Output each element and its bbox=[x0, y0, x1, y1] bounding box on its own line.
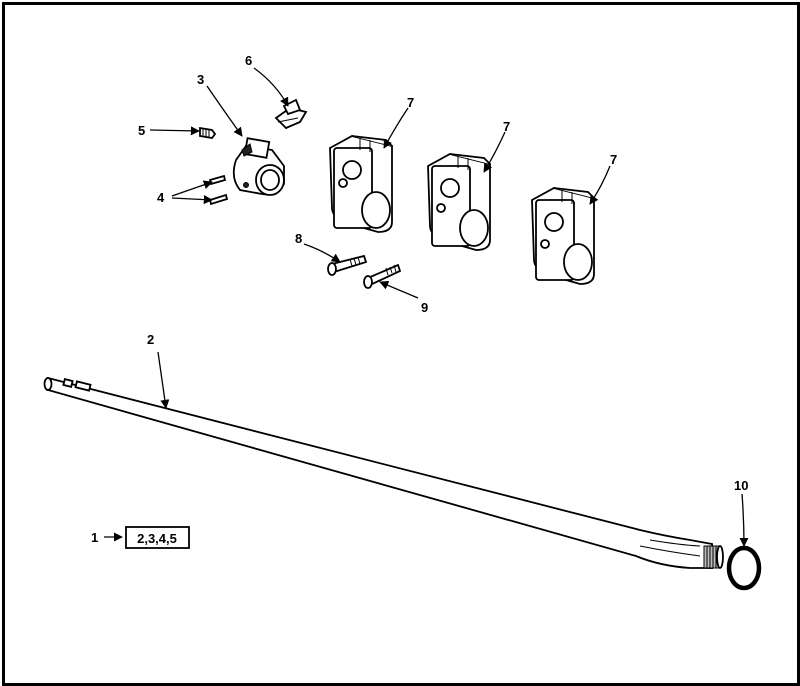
screw-part-5 bbox=[199, 126, 217, 139]
clamp-part-7-c bbox=[531, 187, 595, 285]
callout-2: 2 bbox=[147, 332, 154, 347]
clamp-part-7-a bbox=[329, 135, 393, 233]
ring-part-10 bbox=[726, 545, 762, 591]
pins-part-4 bbox=[208, 174, 229, 206]
callout-6: 6 bbox=[245, 53, 252, 68]
callout-labels: 2 3 4 5 6 7 7 7 8 9 10 1 bbox=[91, 53, 748, 545]
key-part-6 bbox=[274, 98, 308, 130]
gas-block-part-3 bbox=[232, 137, 285, 196]
callout-1: 1 bbox=[91, 530, 98, 545]
callout-7-a: 7 bbox=[407, 95, 414, 110]
barrel-part-2 bbox=[43, 376, 724, 569]
callout-9: 9 bbox=[421, 300, 428, 315]
callout-10: 10 bbox=[734, 478, 748, 493]
callout-1-group-box: 2,3,4,5 bbox=[125, 526, 190, 549]
callout-3: 3 bbox=[197, 72, 204, 87]
callout-8: 8 bbox=[295, 231, 302, 246]
callout-7-b: 7 bbox=[503, 119, 510, 134]
leader-lines bbox=[104, 67, 749, 547]
callout-4: 4 bbox=[157, 190, 165, 205]
callout-7-c: 7 bbox=[610, 152, 617, 167]
screw-part-9 bbox=[363, 263, 402, 289]
group-box-text: 2,3,4,5 bbox=[137, 531, 177, 546]
barrel-muzzle-threads bbox=[703, 545, 724, 569]
screw-part-8 bbox=[327, 254, 368, 276]
clamp-part-7-b bbox=[427, 153, 491, 251]
callout-5: 5 bbox=[138, 123, 145, 138]
